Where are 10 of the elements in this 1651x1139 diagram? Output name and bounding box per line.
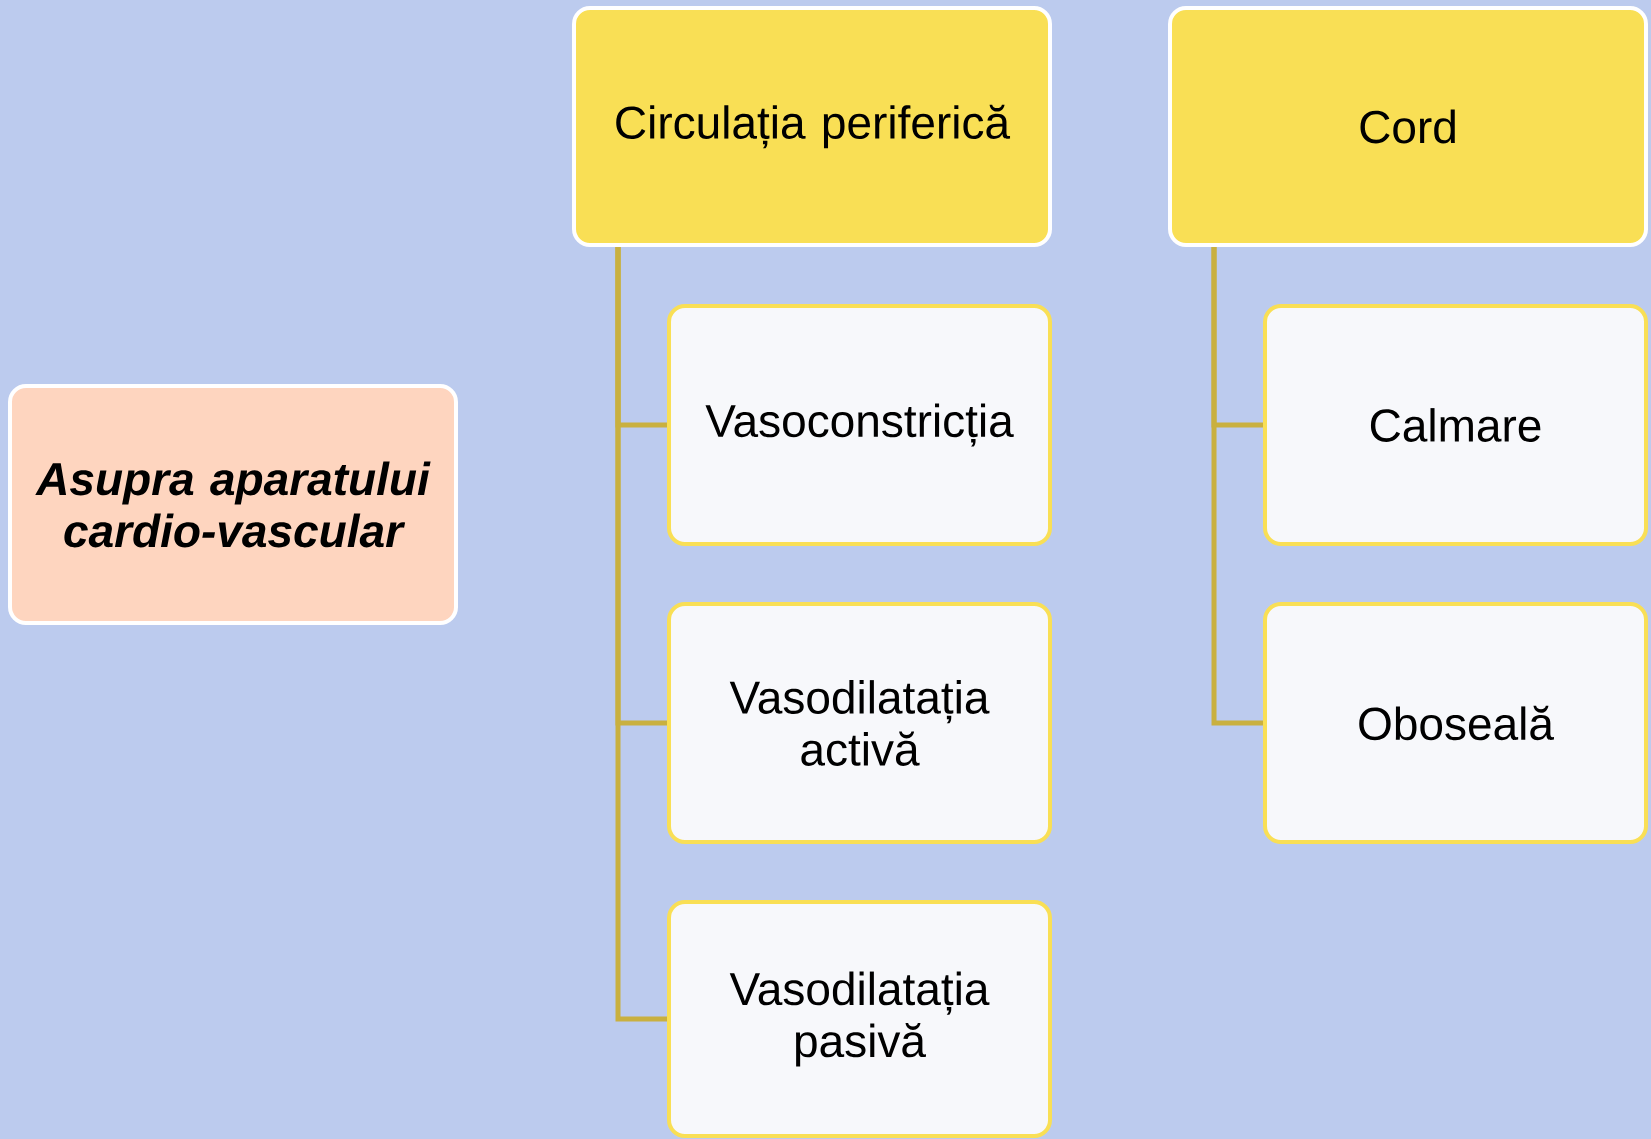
item-box: Oboseală [1263, 602, 1648, 844]
category-box: Circulația periferică [572, 6, 1052, 247]
item-box: Calmare [1263, 304, 1648, 546]
topic-box: Asupra aparatului cardio-vascular [8, 384, 458, 625]
item-box: Vasodilatația activă [667, 602, 1052, 844]
connector [615, 247, 667, 1022]
connector [1211, 247, 1263, 726]
category-box: Cord [1168, 6, 1648, 247]
item-box: Vasoconstricția [667, 304, 1052, 546]
item-box: Vasodilatația pasivă [667, 900, 1052, 1138]
